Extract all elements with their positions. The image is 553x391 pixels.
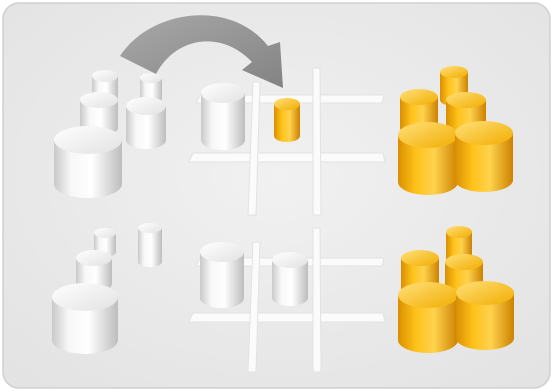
orange-piece-large[interactable] xyxy=(398,282,458,353)
orange-piece-large[interactable] xyxy=(455,121,513,192)
orange-piece-large[interactable] xyxy=(398,122,458,195)
white-piece-small[interactable] xyxy=(138,223,162,267)
board-piece-orange-small[interactable] xyxy=(274,98,300,142)
white-piece-large[interactable] xyxy=(52,283,118,354)
orange-piece-large[interactable] xyxy=(456,281,514,350)
board-piece-white-large[interactable] xyxy=(200,242,244,308)
board-piece-white-medium[interactable] xyxy=(272,252,308,306)
white-piece-medium[interactable] xyxy=(126,97,166,149)
board-piece-white-large[interactable] xyxy=(201,83,245,150)
white-piece-large[interactable] xyxy=(54,126,122,198)
